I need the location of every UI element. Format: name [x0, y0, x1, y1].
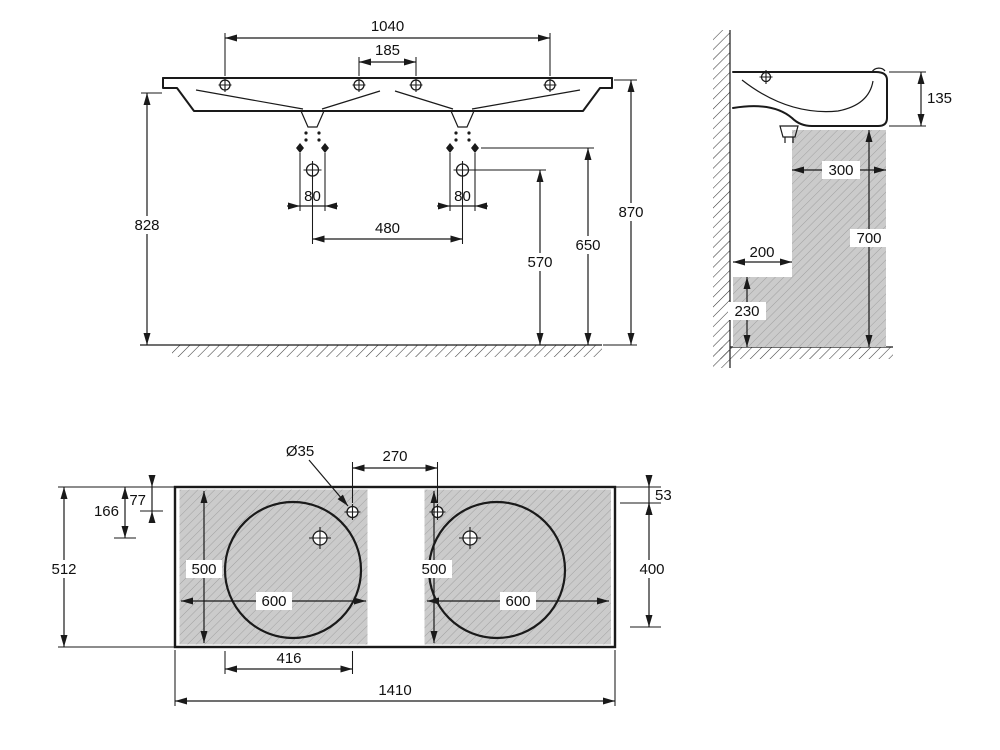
tap-hole-icon [309, 527, 481, 549]
dim-label-135: 135 [927, 90, 952, 107]
dim-label-600-left: 600 [261, 593, 286, 610]
dim-label-230: 230 [734, 303, 759, 320]
dim-185: 185 [358, 42, 417, 76]
dim-77: 77 [129, 475, 163, 523]
dim-570: 570 [471, 169, 558, 345]
dim-label-200: 200 [749, 244, 774, 261]
dim-416: 416 [224, 650, 354, 674]
dim-300: 300 [792, 161, 886, 179]
dim-53: 53 [645, 475, 672, 515]
dim-label-570: 570 [527, 254, 552, 271]
faucet-hole-icon [759, 70, 773, 84]
basin-circle-left [223, 500, 363, 640]
floor-hatch [140, 344, 602, 357]
dim-label-166: 166 [94, 503, 119, 520]
dim-hole-diameter: Ø35 [286, 443, 349, 507]
drain-trap-icon [779, 125, 799, 143]
floor-hatch [719, 346, 893, 359]
dim-label-416: 416 [276, 650, 301, 667]
dim-1410: 1410 [174, 650, 616, 706]
dim-480: 480 [311, 178, 464, 244]
dim-135: 135 [889, 71, 952, 127]
dim-label-300: 300 [828, 162, 853, 179]
dim-200: 200 [733, 244, 792, 266]
extension-lines [58, 486, 661, 648]
front-view: 1040 185 80 80 480 [129, 18, 649, 357]
dim-label-hole-diameter: Ø35 [286, 443, 314, 460]
dim-label-270: 270 [382, 448, 407, 465]
dim-700: 700 [850, 130, 888, 347]
dim-500-left: 500 [186, 491, 222, 643]
dim-650: 650 [481, 147, 606, 345]
dim-label-77: 77 [129, 492, 146, 509]
dim-label-1040: 1040 [371, 18, 404, 35]
dim-label-828: 828 [134, 217, 159, 234]
faucet-hole-icon [218, 78, 557, 92]
drain-trap-icon [300, 110, 475, 142]
dim-870: 870 [603, 79, 649, 346]
dim-label-185: 185 [375, 42, 400, 59]
dim-166: 166 [94, 487, 136, 539]
basin-section-outline [732, 67, 888, 143]
dim-600-left: 600 [181, 592, 366, 610]
dim-label-500-left: 500 [191, 561, 216, 578]
dim-1040: 1040 [224, 18, 551, 76]
dim-label-480: 480 [375, 220, 400, 237]
dim-label-1410: 1410 [378, 682, 411, 699]
dim-label-400: 400 [639, 561, 664, 578]
dim-600-right: 600 [427, 592, 609, 610]
dim-270: 270 [351, 448, 439, 503]
dim-828: 828 [129, 92, 165, 345]
dim-label-600-right: 600 [505, 593, 530, 610]
dim-label-500-right: 500 [421, 561, 446, 578]
countertop-outline [162, 77, 613, 112]
dim-500-right: 500 [416, 491, 452, 643]
dim-label-870: 870 [618, 204, 643, 221]
dim-512: 512 [46, 487, 82, 647]
side-view: 135 300 700 200 230 [713, 30, 952, 368]
plan-view: Ø35 270 77 166 512 [46, 443, 672, 706]
drain-axis-icon [303, 161, 472, 179]
wall-hatch [713, 30, 731, 368]
mounting-bolt-icon [296, 143, 479, 153]
clearance-zone [733, 130, 886, 347]
dim-label-53: 53 [655, 487, 672, 504]
dim-80-left: 80 [287, 153, 338, 211]
dim-label-650: 650 [575, 237, 600, 254]
dim-label-512: 512 [51, 561, 76, 578]
dim-label-700: 700 [856, 230, 881, 247]
dim-230: 230 [728, 277, 766, 347]
dim-400: 400 [633, 503, 671, 627]
